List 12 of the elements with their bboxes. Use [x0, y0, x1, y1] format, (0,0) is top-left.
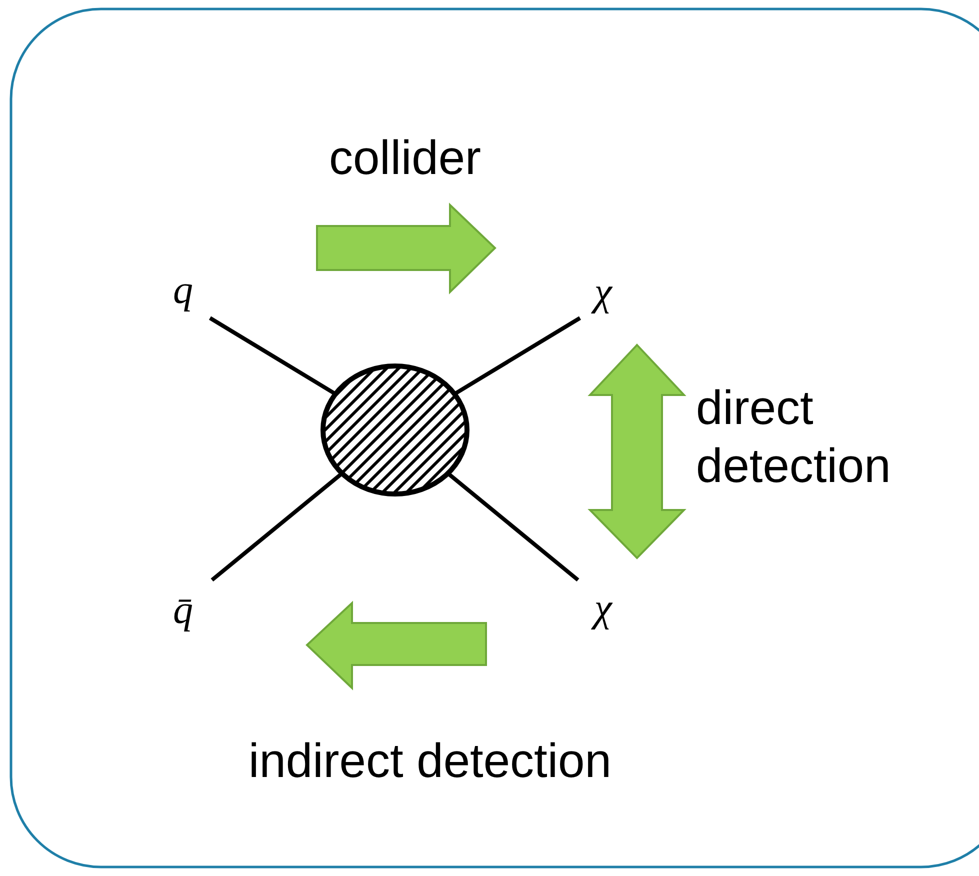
- propagator-line: [448, 472, 580, 582]
- particle-label: χ: [583, 588, 623, 632]
- particle-label: q: [163, 270, 203, 314]
- particle-label: q̄: [163, 590, 203, 636]
- process-label: direct detection: [696, 381, 892, 495]
- particle-label: χ: [583, 272, 623, 316]
- hatched-vertex-circle: [320, 363, 470, 497]
- propagator-line: [454, 316, 582, 395]
- propagator-line: [208, 316, 336, 395]
- process-label: collider: [328, 131, 482, 187]
- propagator-line: [210, 472, 342, 582]
- process-label: indirect detection: [248, 734, 612, 790]
